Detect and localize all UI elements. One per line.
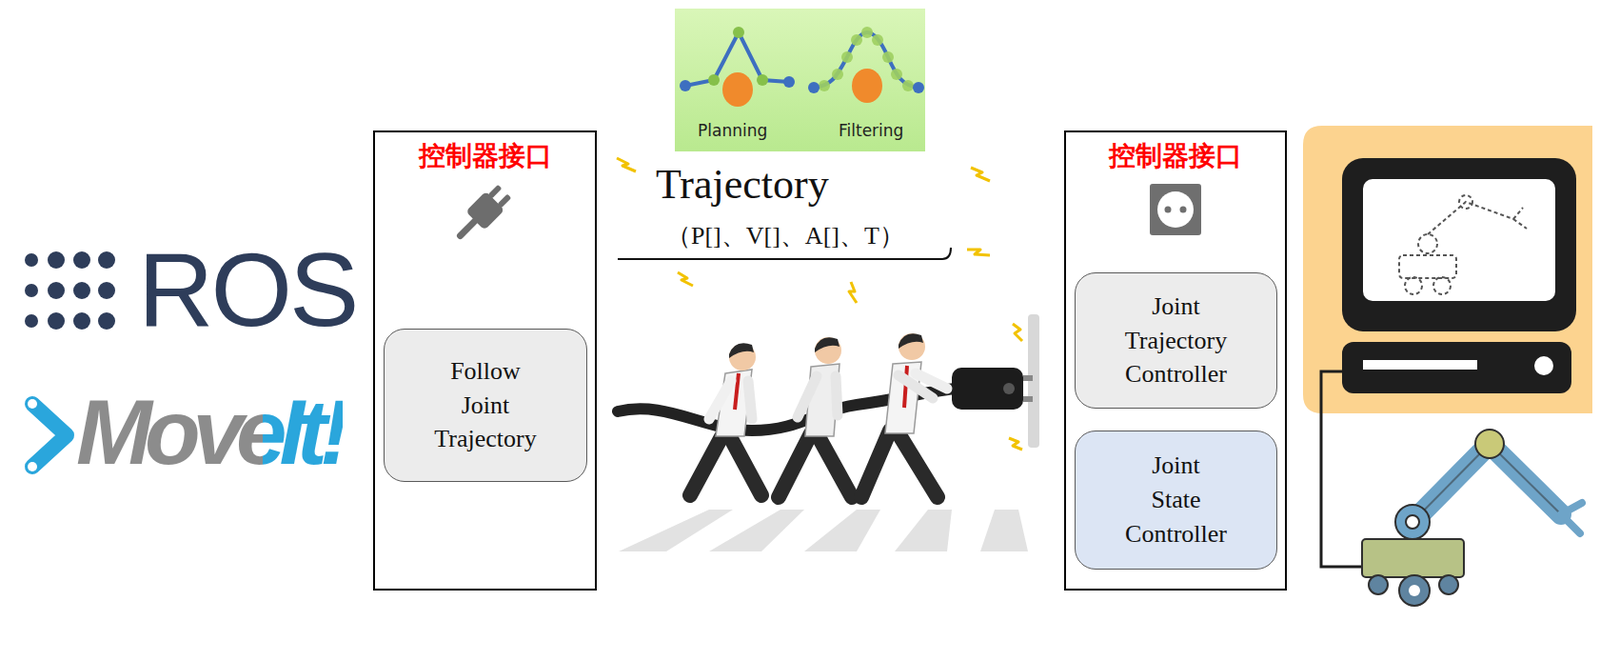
socket-icon (1149, 183, 1202, 236)
plug-icon (451, 181, 514, 245)
parameter-label: （P[]、V[]、A[]、T） (666, 220, 905, 251)
panel-label: Filtering (838, 120, 904, 140)
panel-label: Planning (697, 120, 768, 140)
process-box: Follow Joint Trajectory (383, 328, 588, 482)
box-label: Follow Joint Trajectory (434, 354, 536, 457)
logo-text: MoveIt! (76, 386, 343, 478)
panel-heading: 控制器接口 (375, 139, 595, 173)
box-label: Joint Trajectory Controller (1125, 289, 1227, 393)
heading-label: Trajectory (655, 163, 830, 206)
moveit-icon (27, 398, 67, 472)
tug-illustration (617, 314, 1040, 552)
planning-panel (674, 8, 926, 152)
process-box: Joint State Controller (1074, 430, 1278, 570)
box-label: Joint State Controller (1125, 448, 1227, 552)
computer-illustration (1303, 125, 1593, 606)
interface-panel: 控制器接口 Follow Joint Trajectory (373, 130, 597, 591)
panel-heading: 控制器接口 (1066, 139, 1285, 173)
process-box: Joint Trajectory Controller (1074, 272, 1278, 409)
interface-panel: 控制器接口 Joint Trajectory ControllerJoint St… (1064, 130, 1287, 591)
sparks (616, 158, 1023, 450)
ros-dots (24, 251, 116, 330)
logo-text: ROS (138, 237, 356, 342)
